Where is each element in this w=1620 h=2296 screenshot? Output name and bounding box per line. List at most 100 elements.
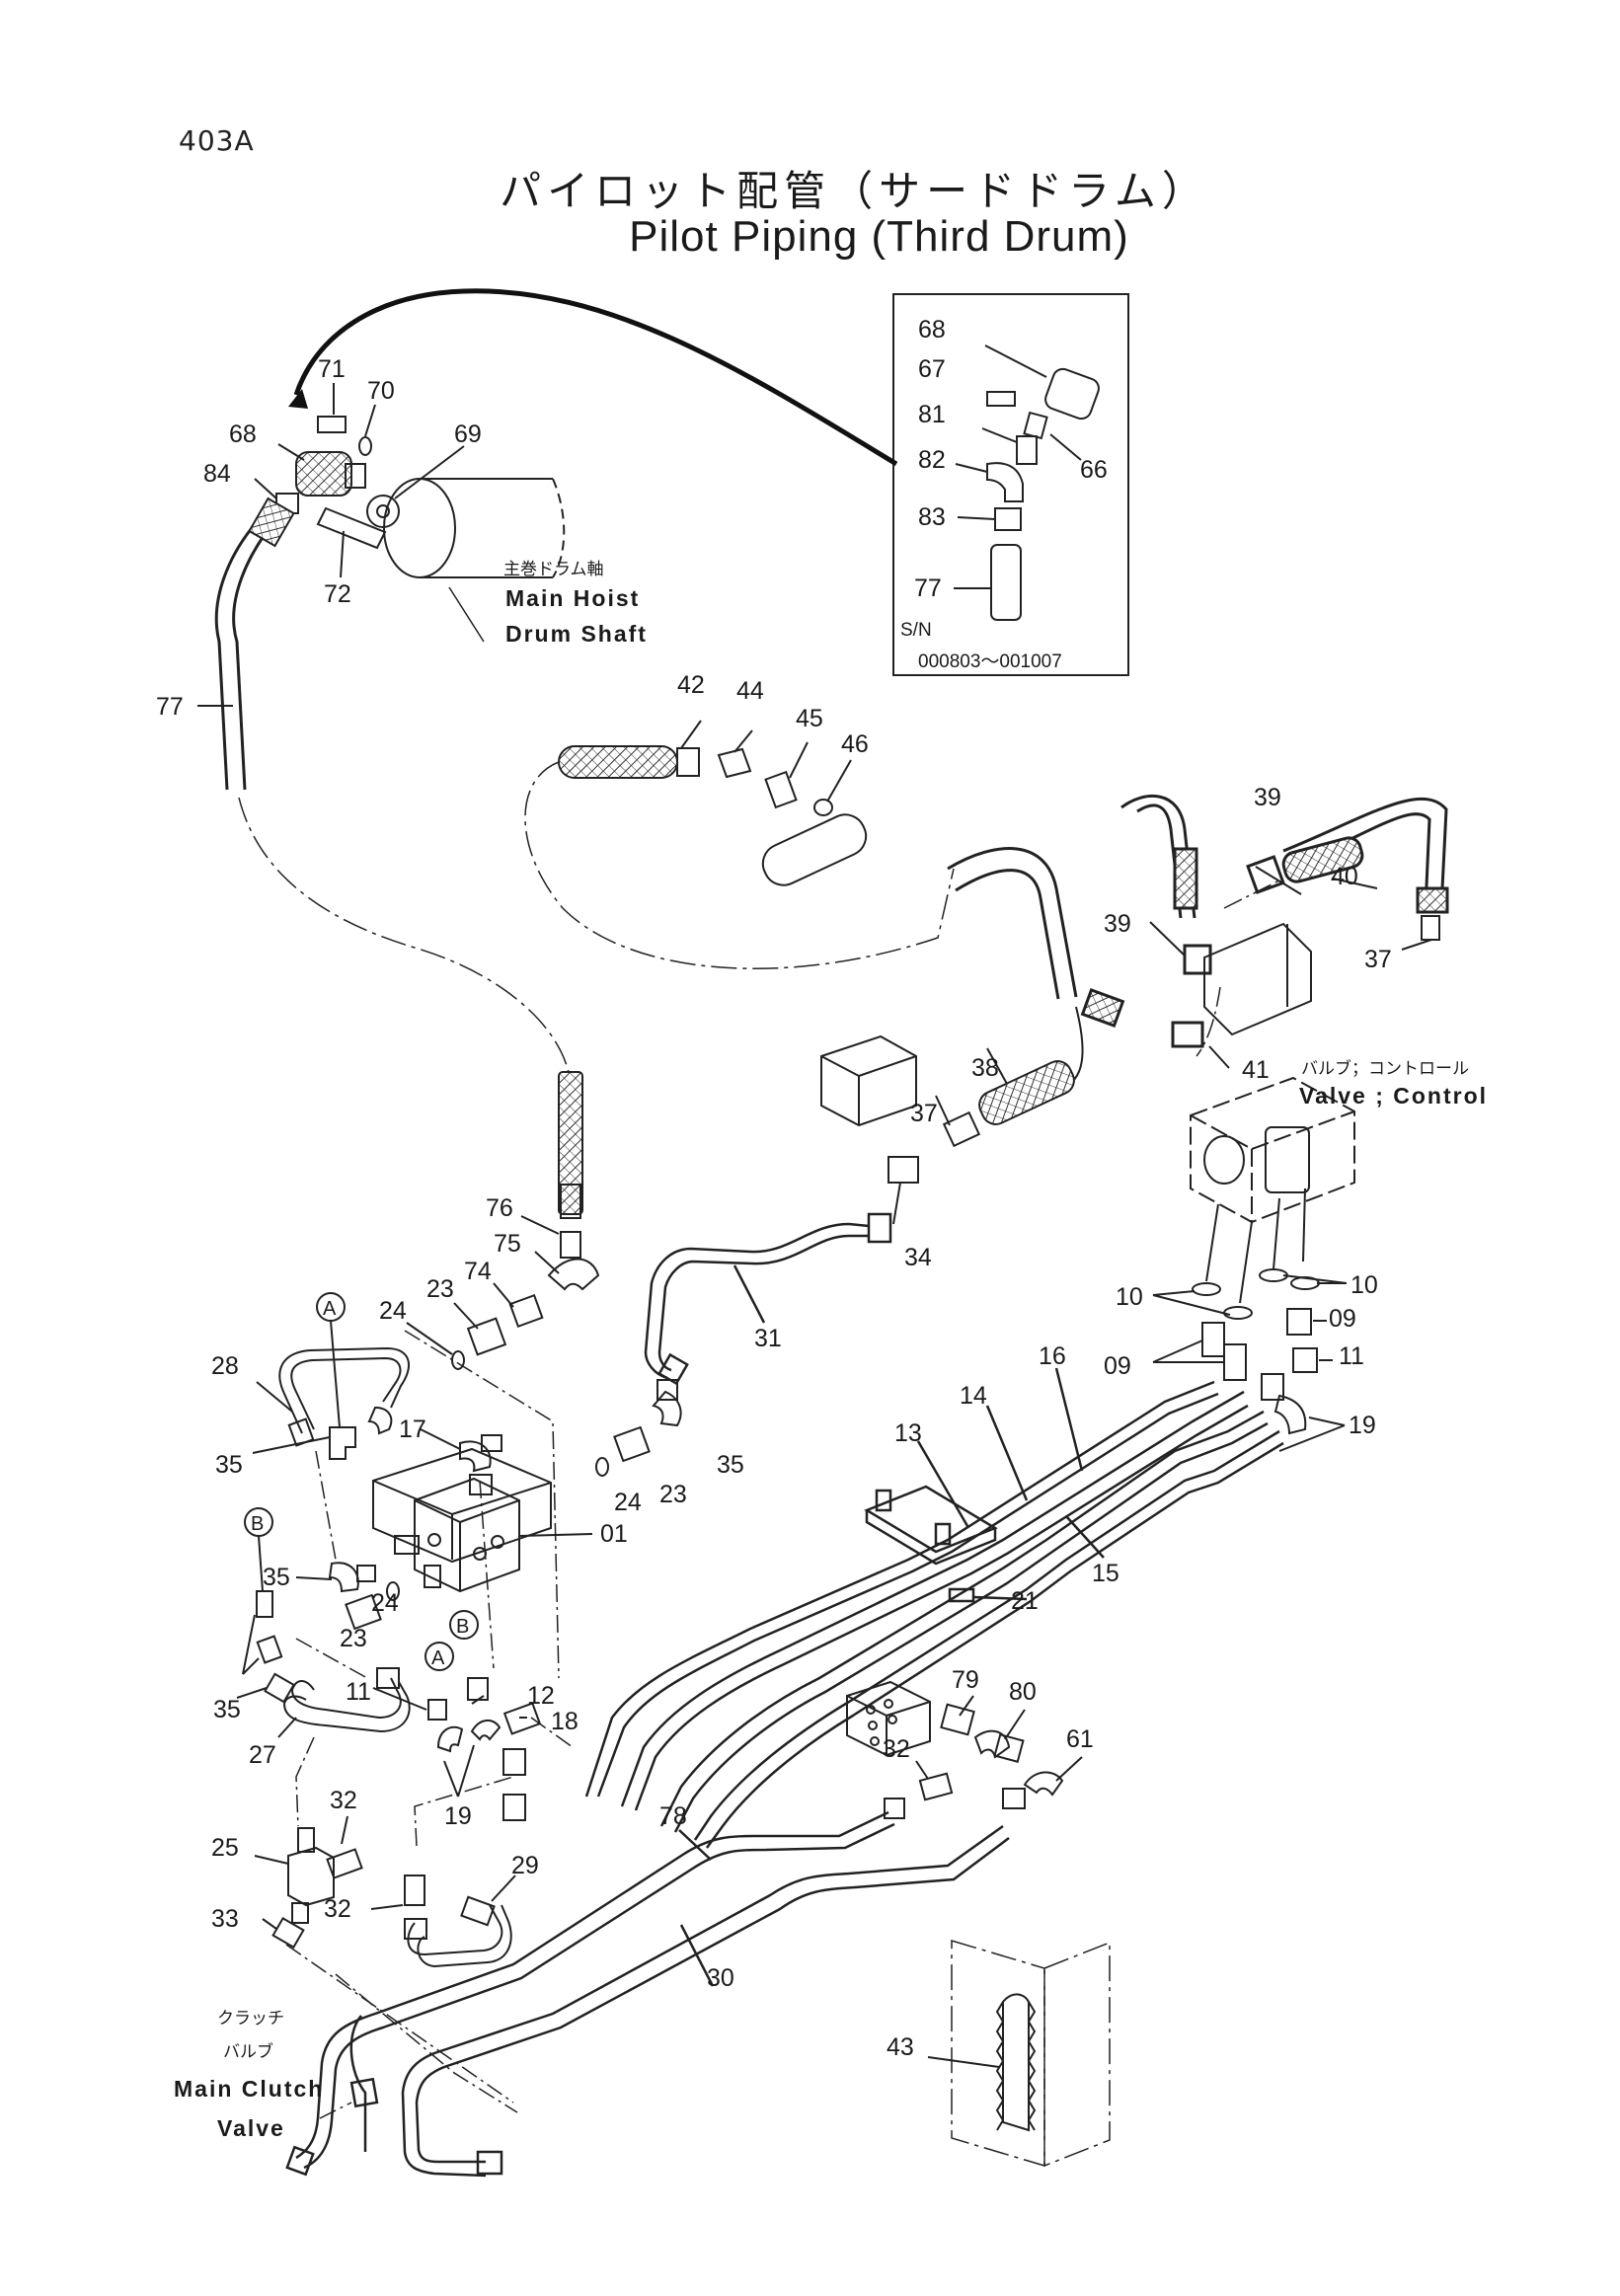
clutch-caption-jp-2: バルブ	[223, 2041, 273, 2062]
part-label: 27	[249, 1741, 276, 1769]
part-label: 09	[1329, 1305, 1356, 1333]
part-label: 32	[883, 1735, 910, 1763]
part-label: 72	[324, 580, 351, 608]
tubes-78-30	[285, 1810, 1010, 2178]
part-label: 41	[1242, 1056, 1270, 1084]
part-label: 17	[399, 1416, 426, 1443]
part-label: 31	[754, 1325, 782, 1352]
control-valve-body	[1190, 1076, 1355, 1224]
drum-shaft-group	[197, 383, 566, 791]
hose-42-group	[524, 720, 955, 969]
part-label: 34	[904, 1244, 932, 1271]
part-label: 37	[1364, 946, 1392, 973]
drum-shaft-caption-2: Drum Shaft	[505, 621, 648, 647]
part-label: 35	[717, 1451, 744, 1479]
page-number: 403A	[179, 124, 255, 157]
part-label: 28	[211, 1352, 239, 1380]
part-label: 35	[215, 1451, 243, 1479]
distributor-block	[846, 1680, 1083, 1819]
part-label: 46	[841, 730, 869, 758]
part-label: 35	[213, 1696, 241, 1723]
part-label: 83	[918, 503, 946, 531]
drum-shaft-caption-jp: 主巻ドラム軸	[503, 560, 604, 579]
part-label: 77	[914, 574, 942, 602]
part-label: 39	[1254, 784, 1281, 811]
reference-arrow-head	[288, 389, 308, 409]
part-label: 11	[346, 1678, 371, 1706]
title-english: Pilot Piping (Third Drum)	[629, 212, 1129, 261]
serial-inset-box	[892, 293, 1129, 676]
part-label: 61	[1066, 1725, 1094, 1753]
hose-38-group	[820, 1006, 1084, 1225]
part-label: 42	[677, 671, 705, 699]
control-valve-caption-jp: バルブ；コントロール	[1301, 1058, 1469, 1079]
part-label: 10	[1116, 1283, 1143, 1311]
part-label: 09	[1104, 1352, 1131, 1380]
callout-circles	[244, 1292, 479, 1671]
part-label: 12	[527, 1682, 555, 1710]
left-valve-assembly	[236, 1330, 682, 1821]
part-label: 70	[367, 377, 395, 405]
part-label: 30	[707, 1964, 734, 1992]
callout-letter-b: B	[456, 1616, 469, 1638]
clutch-caption-1: Main Clutch	[174, 2076, 324, 2102]
part-label: 80	[1009, 1678, 1037, 1706]
part-label: 38	[971, 1054, 999, 1082]
part-label: 24	[379, 1297, 407, 1325]
part-label: 19	[1349, 1412, 1376, 1439]
clutch-caption-jp-1: クラッチ	[217, 2009, 284, 2028]
part-label: 40	[1331, 863, 1358, 890]
part-label: 44	[736, 677, 764, 705]
part-label: 67	[918, 355, 946, 383]
part-label: 23	[659, 1481, 687, 1508]
part-label: 66	[1080, 456, 1108, 484]
part-label: 35	[263, 1564, 290, 1591]
part-label: 01	[600, 1520, 628, 1548]
part-label: 14	[960, 1382, 987, 1410]
part-label: 16	[1039, 1342, 1066, 1370]
part-label: 32	[324, 1895, 351, 1923]
part-label: 21	[1011, 1587, 1039, 1615]
part-label: 37	[910, 1100, 938, 1127]
part-label: 82	[918, 446, 946, 474]
part-label: 23	[340, 1625, 367, 1652]
leader-shaft	[448, 586, 485, 643]
part-label: 33	[211, 1905, 239, 1933]
part-label: 68	[229, 421, 257, 448]
part-label: 76	[486, 1194, 513, 1222]
rubber-guard	[927, 1939, 1111, 2168]
part-label: 18	[551, 1708, 579, 1735]
reference-arrow	[293, 288, 898, 467]
part-label: 25	[211, 1834, 239, 1862]
part-label: 32	[330, 1787, 357, 1814]
part-label: 43	[887, 2033, 914, 2061]
control-valve-hoses	[947, 795, 1449, 1069]
clutch-caption-2: Valve	[217, 2115, 285, 2141]
part-label: 11	[1339, 1342, 1364, 1370]
part-label: 10	[1350, 1271, 1378, 1299]
part-label: 15	[1092, 1560, 1119, 1587]
part-label: 39	[1104, 910, 1131, 938]
fitting-chain-upper	[406, 1071, 600, 1370]
tube-bundle	[584, 1367, 1284, 1849]
serial-label: S/N	[900, 620, 932, 641]
part-label: 74	[464, 1258, 492, 1285]
tube-31	[644, 1212, 892, 1386]
part-label: 24	[614, 1489, 642, 1516]
part-label: 68	[918, 316, 946, 344]
title-japanese: パイロット配管（サードドラム）	[500, 167, 1209, 215]
part-label: 19	[444, 1802, 472, 1830]
part-label: 78	[659, 1802, 687, 1830]
callout-letter-a: A	[431, 1647, 445, 1669]
part-label: 77	[156, 693, 184, 721]
chain-line	[238, 797, 572, 1087]
part-label: 29	[511, 1852, 539, 1879]
part-label: 13	[894, 1419, 922, 1447]
serial-range: 000803～001007	[918, 651, 1062, 672]
control-valve-caption: Valve ; Control	[1299, 1083, 1488, 1109]
lower-left-fittings	[254, 1736, 516, 2104]
drum-shaft-caption-1: Main Hoist	[505, 585, 640, 611]
control-valve-ports	[1152, 1126, 1348, 1320]
